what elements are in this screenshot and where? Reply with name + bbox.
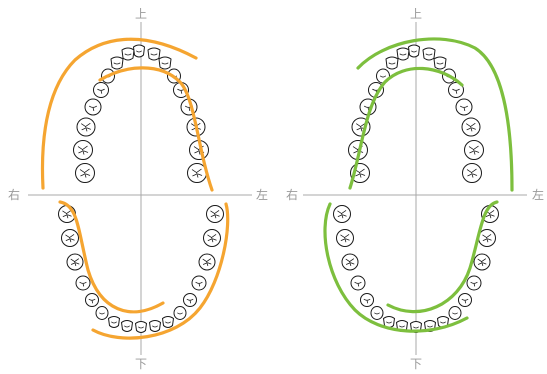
label-bottom: 下 [135, 357, 147, 371]
tooth [448, 82, 464, 98]
occlusal-curve-upper-inner-right [348, 66, 464, 190]
tooth [350, 275, 366, 291]
tooth [473, 253, 491, 271]
tooth [422, 47, 436, 61]
tooth [110, 56, 124, 70]
tooth [61, 229, 79, 247]
tooth [336, 229, 354, 247]
occlusal-curve-lower-left [58, 200, 165, 314]
tooth [183, 293, 197, 307]
tooth [360, 293, 374, 307]
tooth [333, 205, 351, 223]
tooth [120, 320, 134, 332]
occlusal-curve-upper-left [40, 37, 198, 190]
label-left-side: 左 [256, 187, 268, 202]
tooth [396, 47, 410, 61]
occlusal-curve-lower-right [323, 202, 469, 333]
tooth [461, 117, 481, 137]
occlusal-curve-lower-inner-right [386, 200, 499, 314]
tooth [370, 306, 384, 320]
tooth [84, 98, 102, 116]
occlusal-curve-upper-right [356, 37, 514, 192]
tooth [464, 140, 484, 160]
tooth [191, 275, 207, 291]
label-top: 上 [135, 7, 147, 21]
tooth [147, 47, 161, 61]
tooth [76, 117, 96, 137]
tooth [66, 253, 84, 271]
tooth [206, 205, 224, 223]
label-right-side: 右 [286, 187, 298, 202]
label-right-side: 右 [8, 187, 20, 202]
tooth [161, 316, 175, 328]
tooth [148, 320, 162, 332]
dental-chart-left: 上 下 右 左 [8, 7, 268, 371]
tooth [107, 316, 121, 328]
tooth [121, 47, 135, 61]
tooth [448, 306, 462, 320]
tooth [134, 321, 148, 333]
tooth [75, 275, 91, 291]
tooth [75, 163, 95, 183]
tooth [341, 253, 359, 271]
tooth [198, 253, 216, 271]
tooth [466, 275, 482, 291]
teeth-lower-right [333, 205, 499, 333]
tooth [85, 293, 99, 307]
tooth [132, 44, 146, 58]
tooth [93, 82, 109, 98]
label-left-side: 左 [532, 187, 544, 202]
tooth [478, 229, 496, 247]
tooth [203, 229, 221, 247]
tooth [385, 56, 399, 70]
tooth [407, 44, 421, 58]
occlusal-curve-lower-outer-left [91, 202, 230, 340]
tooth [458, 293, 472, 307]
tooth [187, 163, 207, 183]
tooth [158, 56, 172, 70]
dental-chart-right: 上 下 右 左 [286, 7, 544, 371]
tooth [173, 306, 187, 320]
tooth [433, 56, 447, 70]
teeth-upper-left [73, 44, 209, 183]
label-bottom: 下 [410, 357, 422, 371]
tooth [455, 98, 473, 116]
label-top: 上 [410, 7, 422, 21]
teeth-lower-left [58, 205, 224, 333]
occlusal-curve-upper-inner-left [98, 66, 214, 192]
tooth [73, 140, 93, 160]
tooth [95, 306, 109, 320]
tooth [462, 163, 482, 183]
